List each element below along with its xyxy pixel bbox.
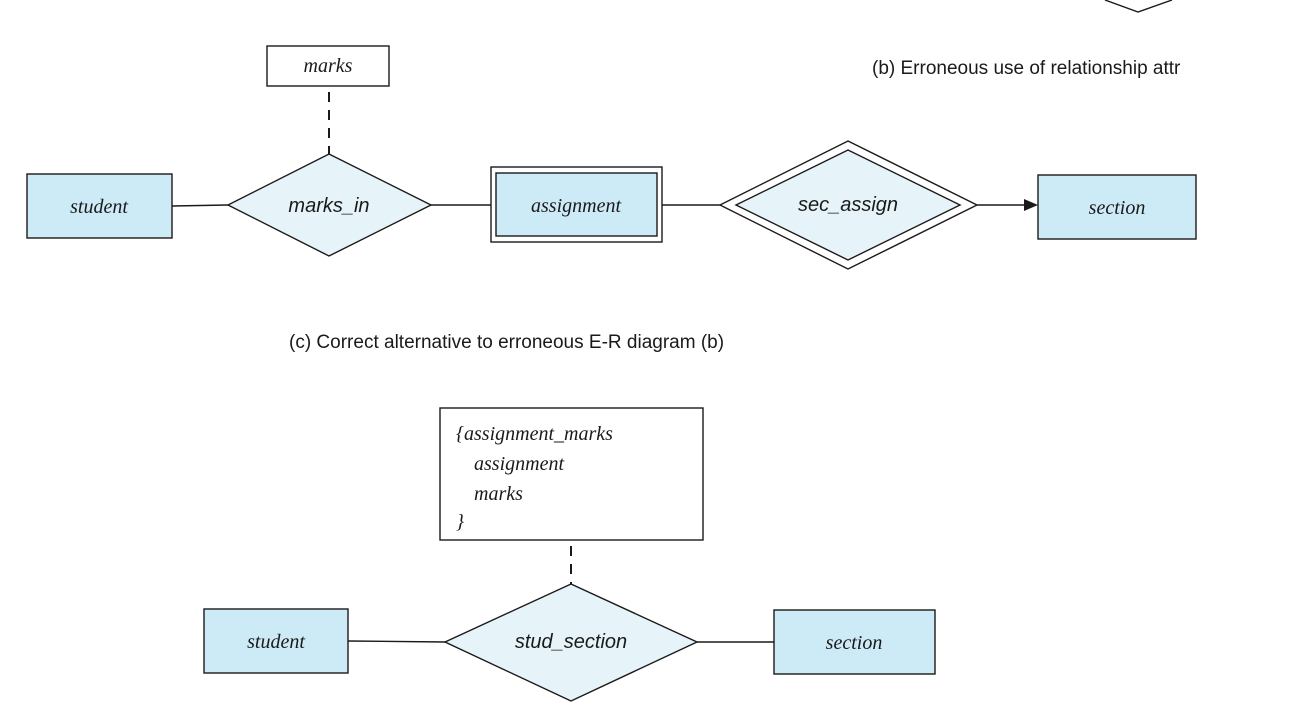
relationship-marks-in xyxy=(226,153,433,257)
weak-entity-label-assignment: assignment xyxy=(531,195,621,217)
partial-relationship-shape xyxy=(1104,0,1173,13)
entity-student-b xyxy=(26,173,173,239)
entity-section-b xyxy=(1037,174,1197,240)
attribute-label-marks: marks xyxy=(304,55,353,77)
caption-b: (b) Erroneous use of relationship attr xyxy=(872,58,1181,79)
relationship-label-marks-in: marks_in xyxy=(288,195,369,217)
relationship-label-stud-section: stud_section xyxy=(515,631,627,653)
connector-student-stud-section xyxy=(347,640,446,643)
composite-attribute-line-3: marks xyxy=(474,483,523,505)
connector-student-marks-in xyxy=(171,204,229,207)
arrowhead-icon xyxy=(1024,199,1038,211)
relationship-label-sec-assign: sec_assign xyxy=(798,194,898,216)
weak-entity-assignment xyxy=(495,172,658,237)
entity-label-student-c: student xyxy=(247,631,305,653)
entity-student-c xyxy=(203,608,349,674)
composite-attribute-line-4: } xyxy=(456,511,464,533)
caption-c: (c) Correct alternative to erroneous E-R… xyxy=(289,332,724,353)
composite-attribute-box xyxy=(439,407,704,541)
identifying-relationship-sec-assign xyxy=(734,149,962,261)
composite-attribute-line-1: {assignment_marks xyxy=(456,423,613,445)
entity-section-c xyxy=(773,609,936,675)
entity-label-section-b: section xyxy=(1089,197,1146,219)
entity-label-student-b: student xyxy=(70,196,128,218)
composite-attribute-line-2: assignment xyxy=(474,453,564,475)
attribute-box-marks xyxy=(266,45,390,87)
entity-label-section-c: section xyxy=(826,632,883,654)
relationship-stud-section xyxy=(443,583,699,702)
